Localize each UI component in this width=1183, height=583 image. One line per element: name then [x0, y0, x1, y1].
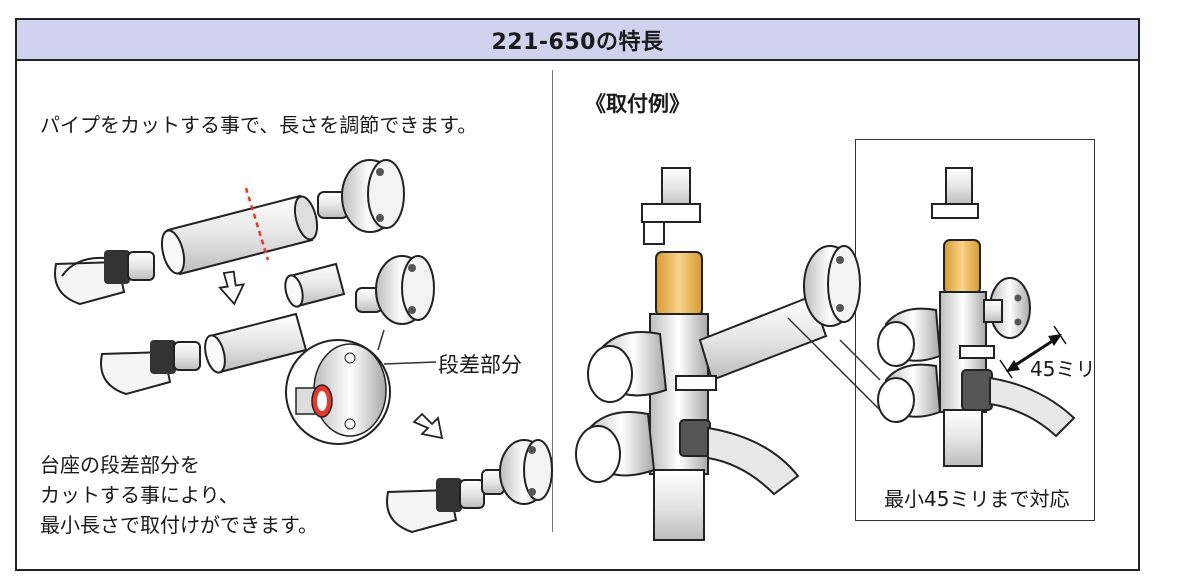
valve-assembly-inset [877, 167, 1076, 467]
flange-middle [355, 255, 435, 325]
intro-text: パイプをカットする事で、長さを調節できます。 [40, 113, 478, 137]
caption-line-1: 台座の段差部分を [40, 453, 200, 477]
short-pipe [284, 262, 346, 308]
arrow-down-icon [218, 270, 246, 306]
flange-top [317, 159, 405, 233]
step-callout-label: 段差部分 [438, 353, 522, 377]
column-divider [552, 70, 553, 532]
panel-title: 221-650の特長 [17, 20, 1138, 61]
example-label: 《取付例》 [585, 92, 690, 116]
magnified-detail [285, 339, 391, 445]
detail-inset [855, 139, 1095, 521]
clamp-fitting-top [54, 250, 155, 306]
clamp-fitting-middle [100, 340, 201, 396]
dimension-arrow [999, 325, 1067, 379]
caption-line-2: カットする事により、 [40, 483, 239, 507]
cut-line [244, 187, 270, 261]
arrow-diagonal-icon [412, 412, 444, 440]
long-pipe-top [160, 194, 319, 276]
dimension-label: 45ミリ [1030, 357, 1096, 381]
inset-caption: 最小45ミリまで対応 [884, 487, 1070, 511]
caption-line-3: 最小長さで取付けができます。 [40, 513, 318, 537]
valve-assembly-main [575, 167, 861, 541]
assembled-fitting [386, 439, 553, 534]
